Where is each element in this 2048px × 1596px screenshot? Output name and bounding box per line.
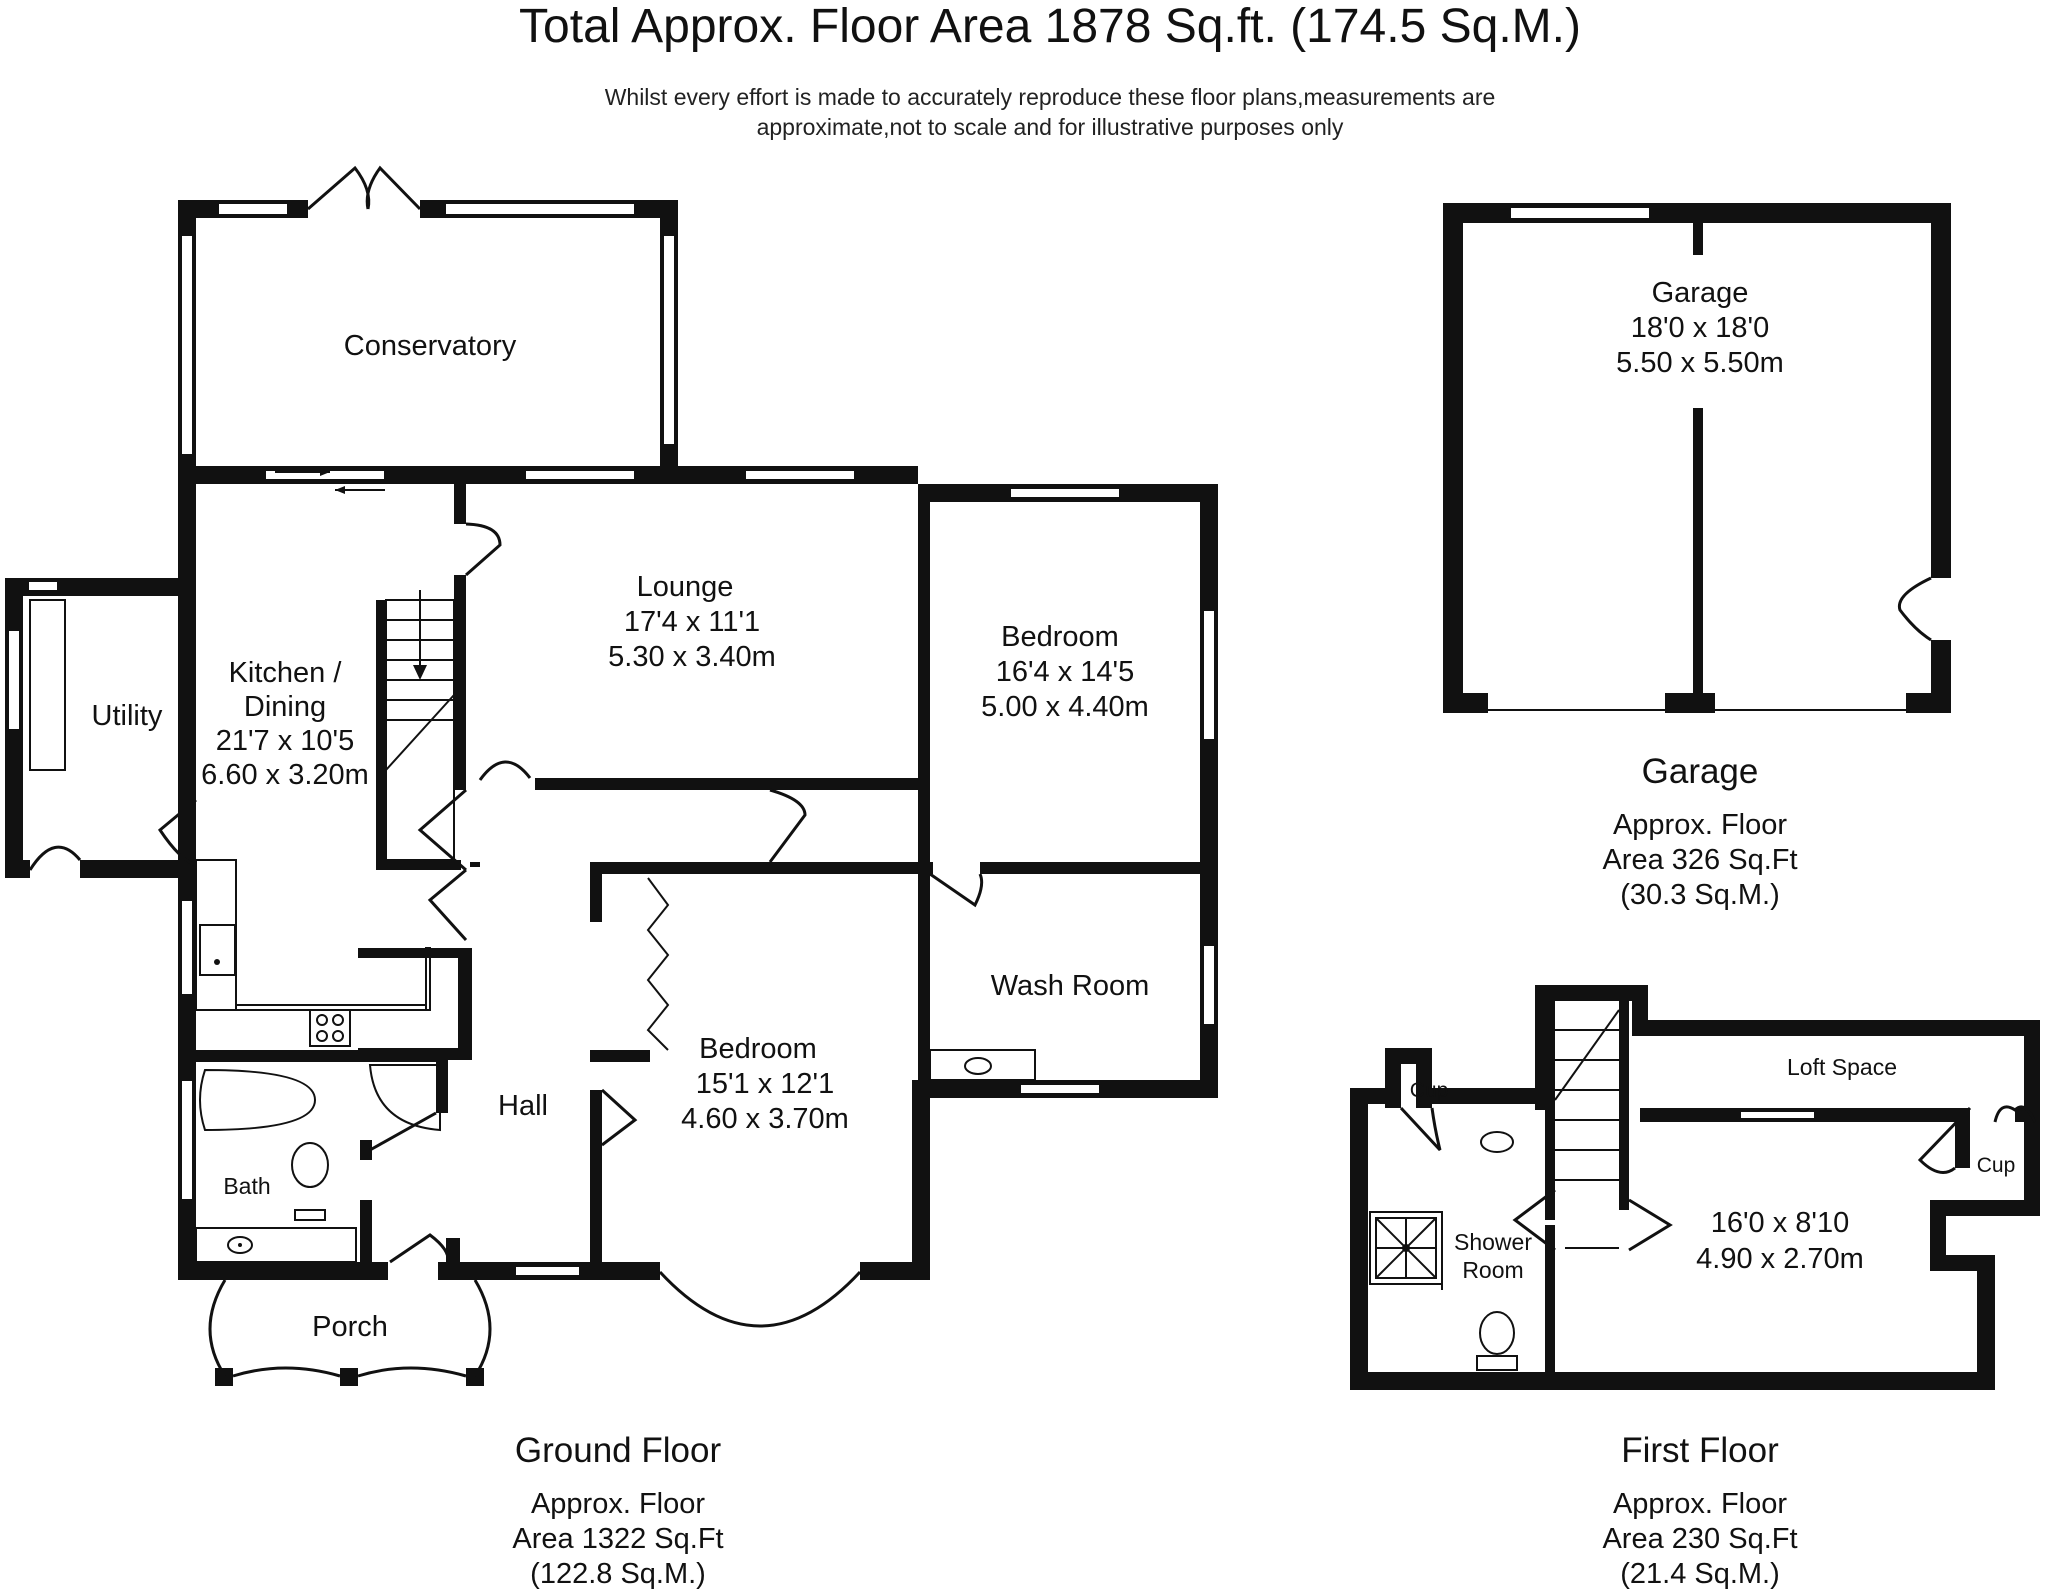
- garage-metric: 5.50 x 5.50m: [1616, 347, 1784, 379]
- ground-floor-area-line-2: Area 1322 Sq.Ft: [512, 1523, 723, 1555]
- bath-label: Bath: [223, 1173, 270, 1199]
- bath-fittings: [178, 1050, 442, 1263]
- wash-room-label: Wash Room: [991, 970, 1149, 1002]
- ground-floor-plan: Conservatory Lounge 17'4 x 11'1 5.30 x 3…: [5, 165, 1218, 1590]
- first-floor-area-line-3: (21.4 Sq.M.): [1620, 1558, 1780, 1590]
- utility-walls: [5, 578, 196, 878]
- porch-walls: [208, 1279, 492, 1386]
- kitchen-imperial: 21'7 x 10'5: [216, 725, 354, 757]
- garage-area-line-2: Area 326 Sq.Ft: [1602, 844, 1797, 876]
- cup-right-label: Cup: [1977, 1154, 2016, 1177]
- first-floor-plan: Cup Cup Loft Space Shower Room 16'0 x 8'…: [1350, 985, 2040, 1590]
- page-title: Total Approx. Floor Area 1878 Sq.ft. (17…: [519, 0, 1581, 53]
- kitchen-fittings: [195, 859, 431, 1047]
- ground-floor-title: Ground Floor: [515, 1431, 722, 1470]
- garage-area-line-3: (30.3 Sq.M.): [1620, 879, 1780, 911]
- kitchen-label-line-2: Dining: [244, 691, 326, 723]
- bedroom-1-label: Bedroom: [1001, 621, 1119, 653]
- wash-room-fittings: [929, 1049, 1036, 1081]
- conservatory-label: Conservatory: [344, 330, 517, 362]
- conservatory-walls: [178, 165, 678, 480]
- ground-floor-walls: [178, 466, 1218, 1328]
- first-floor-room-metric: 4.90 x 2.70m: [1696, 1243, 1864, 1275]
- porch-label: Porch: [312, 1311, 388, 1343]
- bedroom-1-metric: 5.00 x 4.40m: [981, 691, 1149, 723]
- ground-floor-area-line-1: Approx. Floor: [531, 1488, 705, 1520]
- bedroom-2-metric: 4.60 x 3.70m: [681, 1103, 849, 1135]
- garage-plan: Garage 18'0 x 18'0 5.50 x 5.50m Garage A…: [1443, 203, 1951, 911]
- first-floor-title: First Floor: [1621, 1431, 1779, 1470]
- disclaimer-line-1: Whilst every effort is made to accuratel…: [605, 84, 1496, 110]
- first-floor-room-imperial: 16'0 x 8'10: [1711, 1207, 1849, 1239]
- lounge-metric: 5.30 x 3.40m: [608, 641, 776, 673]
- cup-left-label: Cup: [1410, 1079, 1449, 1102]
- garage-room-label: Garage: [1652, 277, 1749, 309]
- loft-space-label: Loft Space: [1787, 1054, 1897, 1080]
- garage-area-line-1: Approx. Floor: [1613, 809, 1787, 841]
- first-floor-area-line-1: Approx. Floor: [1613, 1488, 1787, 1520]
- shower-room-label-line-1: Shower: [1454, 1229, 1532, 1255]
- ground-doors: [158, 468, 984, 1264]
- kitchen-label-line-1: Kitchen /: [229, 657, 343, 689]
- lounge-label: Lounge: [637, 571, 734, 603]
- ground-interior-walls: [358, 484, 1218, 1268]
- garage-title: Garage: [1642, 752, 1759, 791]
- kitchen-metric: 6.60 x 3.20m: [201, 759, 369, 791]
- ground-floor-area-line-3: (122.8 Sq.M.): [530, 1558, 706, 1590]
- bedroom-1-imperial: 16'4 x 14'5: [996, 656, 1134, 688]
- ground-stairs: [385, 590, 455, 861]
- first-floor-area-line-2: Area 230 Sq.Ft: [1602, 1523, 1797, 1555]
- utility-label: Utility: [92, 700, 163, 732]
- hall-label: Hall: [498, 1090, 548, 1122]
- bedroom-2-imperial: 15'1 x 12'1: [696, 1068, 834, 1100]
- shower-room-label-line-2: Room: [1462, 1257, 1523, 1283]
- garage-imperial: 18'0 x 18'0: [1631, 312, 1769, 344]
- disclaimer-line-2: approximate,not to scale and for illustr…: [757, 114, 1344, 140]
- bedroom-2-label: Bedroom: [699, 1033, 817, 1065]
- lounge-imperial: 17'4 x 11'1: [624, 606, 760, 638]
